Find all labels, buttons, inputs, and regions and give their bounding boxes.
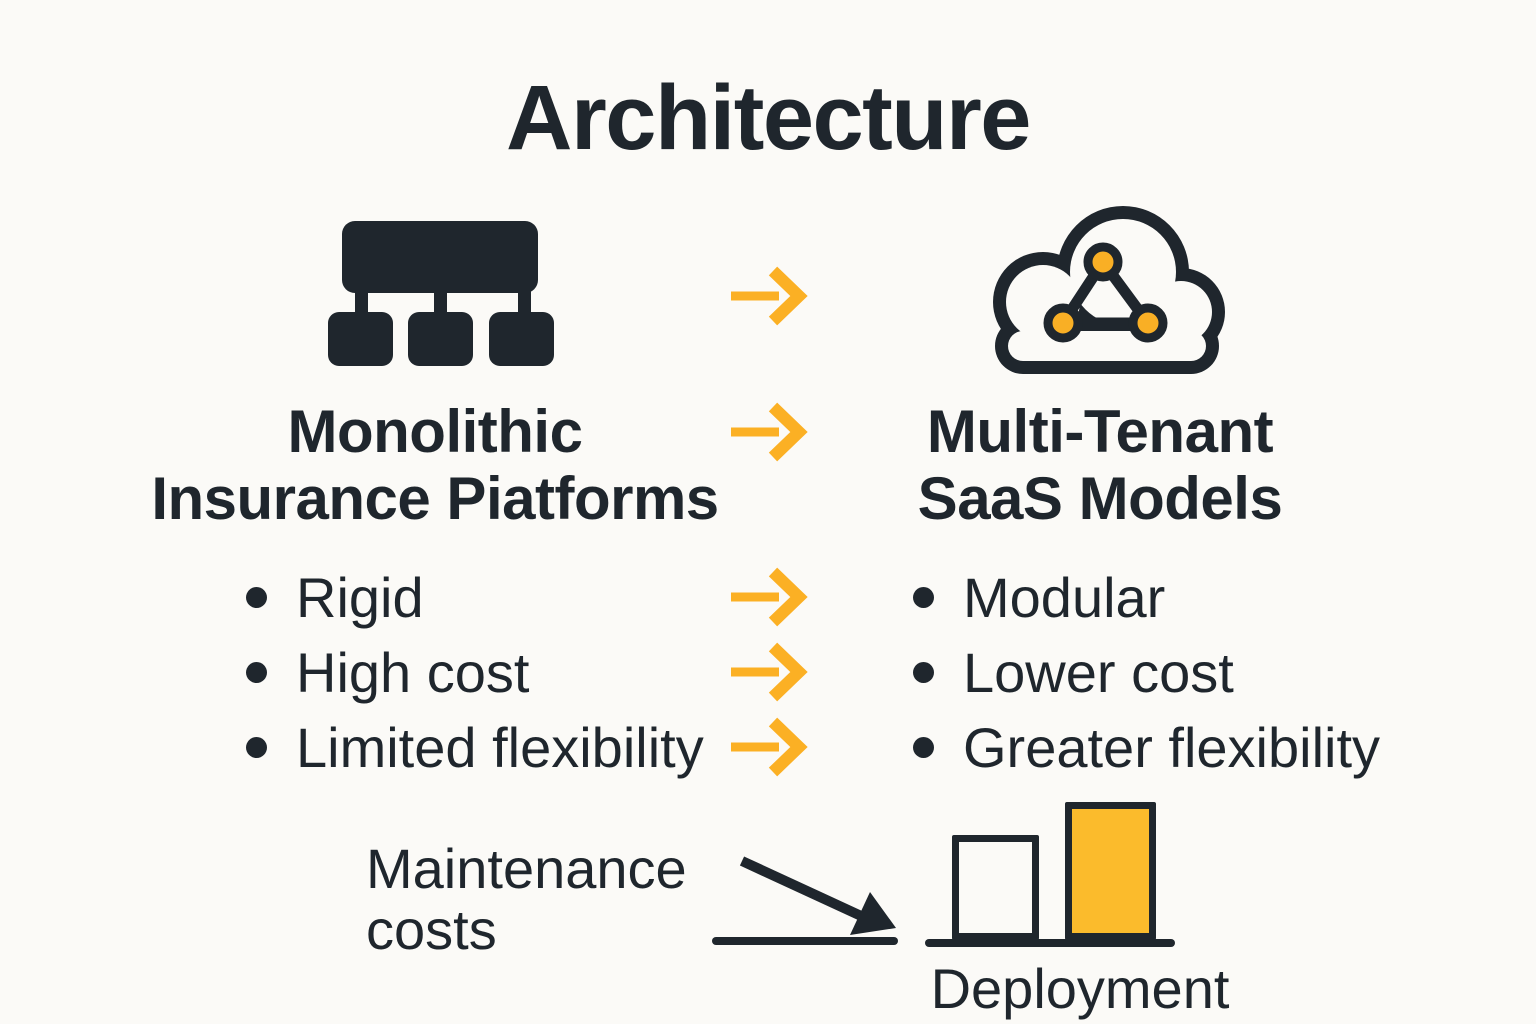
bullet-dot (913, 662, 934, 683)
deployment-label: Deployment (930, 957, 1230, 1020)
right-arrow-icon (731, 266, 808, 326)
bullet-label: Limited flexibility (296, 715, 704, 779)
bar-outlined (952, 835, 1039, 940)
network-node-circles (1043, 242, 1168, 343)
list-item: Rigid (246, 560, 704, 635)
right-arrow-icon (731, 642, 808, 702)
list-item: Limited flexibility (246, 710, 704, 785)
list-item: Modular (913, 560, 1380, 635)
page-title: Architecture (506, 67, 1031, 169)
maintenance-label-line2: costs (366, 898, 497, 961)
right-bullet-list: Modular Lower cost Greater flexibility (913, 560, 1380, 785)
right-heading: Multi-Tenant SaaS Models (850, 398, 1350, 532)
bullet-label: Modular (963, 565, 1166, 629)
bullet-label: Lower cost (963, 640, 1234, 704)
bullet-dot (913, 587, 934, 608)
bullet-dot (913, 737, 934, 758)
list-item: Lower cost (913, 635, 1380, 710)
chart-baseline (925, 939, 1175, 947)
bullet-label: Greater flexibility (963, 715, 1381, 779)
list-item: High cost (246, 635, 704, 710)
left-heading-line1: Monolithic (287, 398, 583, 465)
right-arrow-icon (731, 402, 808, 462)
maintenance-label-line1: Maintenance (366, 837, 687, 900)
bullet-dot (246, 662, 267, 683)
cloud-network-icon (993, 206, 1225, 374)
right-arrow-icon (731, 567, 808, 627)
left-heading-line2: Insurance Piatforms (151, 465, 719, 532)
bullet-label: Rigid (296, 565, 424, 629)
bullet-dot (246, 737, 267, 758)
bullet-dot (246, 587, 267, 608)
monolith-blocks-icon (328, 221, 554, 366)
left-bullet-list: Rigid High cost Limited flexibility (246, 560, 704, 785)
downtrend-arrow-icon (712, 856, 898, 945)
deployment-bar-chart (925, 798, 1175, 950)
bar-highlighted (1065, 802, 1156, 940)
right-arrow-icon (731, 717, 808, 777)
list-item: Greater flexibility (913, 710, 1380, 785)
right-heading-line1: Multi-Tenant (926, 398, 1274, 465)
left-heading: Monolithic Insurance Piatforms (135, 398, 735, 532)
maintenance-costs-label: Maintenance costs (366, 838, 687, 960)
right-heading-line2: SaaS Models (917, 465, 1283, 532)
bullet-label: High cost (296, 640, 530, 704)
